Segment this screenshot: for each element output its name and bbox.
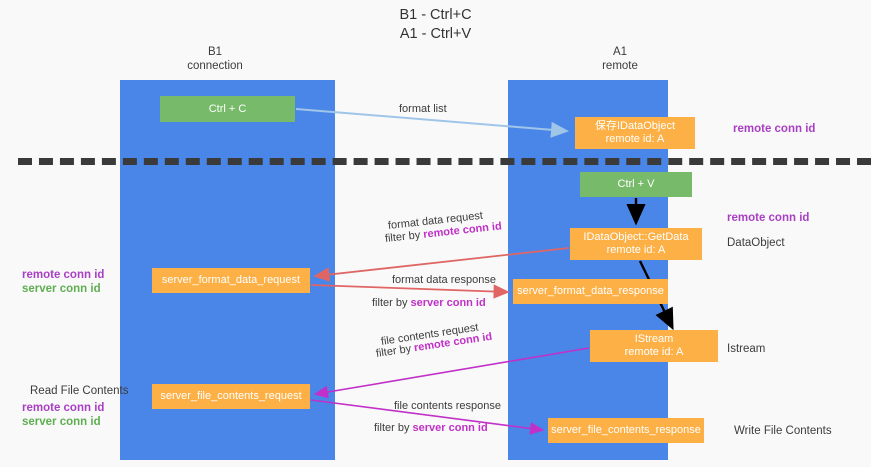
node-server-format-data-request-label: server_format_data_request [161, 274, 301, 286]
node-server-file-contents-request[interactable]: server_file_contents_request [152, 384, 310, 409]
node-server-format-data-response-label: server_format_data_response [517, 285, 664, 297]
lane-a1-role: remote [602, 59, 638, 72]
annotation-read-file-contents: Read File Contents [30, 384, 128, 398]
node-istream-line1: IStream [634, 333, 674, 345]
node-idataobject-getdata-line2: remote id: A [606, 244, 666, 256]
edge-label-fdres-filter-value: server conn id [410, 297, 486, 309]
edge-label-format-data-response: format data response [392, 274, 496, 286]
annotation-left-remote-conn-id-2: remote conn id [22, 402, 105, 414]
node-server-format-data-response[interactable]: server_format_data_response [513, 279, 668, 304]
node-save-idataobject-line2: remote id: A [605, 133, 665, 145]
node-ctrl-c-label: Ctrl + C [208, 102, 247, 115]
node-ctrl-v-label: Ctrl + V [617, 178, 655, 190]
annotation-left-conn-ids: remote conn id server conn id [22, 268, 104, 296]
edge-label-format-data-response-filter: filter by server conn id [372, 297, 486, 309]
edge-label-fdres-filter-prefix: filter by [372, 297, 411, 309]
node-istream-line2: remote id: A [624, 346, 684, 358]
annotation-istream-text: Istream [727, 343, 766, 355]
node-save-idataobject-line1: 保存IDataObject [594, 120, 676, 132]
annotation-dataobject: DataObject [727, 236, 785, 250]
edge-label-fcres-filter-prefix: filter by [374, 422, 413, 434]
annotation-remote-conn-id-top: remote conn id [733, 122, 815, 136]
annotation-istream: Istream [727, 342, 765, 356]
diagram-title-line1: B1 - Ctrl+C [399, 7, 472, 23]
lane-b1-name: B1 [207, 46, 223, 58]
node-idataobject-getdata[interactable]: IDataObject::GetData remote id: A [570, 228, 702, 260]
node-server-file-contents-request-label: server_file_contents_request [160, 390, 302, 402]
lane-b1-role: connection [187, 59, 243, 72]
edge-label-file-contents-response-text: file contents response [394, 400, 502, 412]
edge-label-format-data-response-text: format data response [392, 274, 496, 286]
edge-label-format-list: format list [399, 103, 447, 115]
node-server-format-data-request[interactable]: server_format_data_request [152, 268, 310, 293]
node-server-file-contents-response[interactable]: server_file_contents_response [548, 418, 704, 443]
edge-label-format-list-text: format list [399, 103, 447, 115]
node-idataobject-getdata-line1: IDataObject::GetData [583, 231, 689, 243]
lane-b1-title: B1 connection [150, 46, 280, 73]
phase-divider [18, 158, 871, 165]
diagram-title-line2: A1 - Ctrl+V [399, 26, 472, 42]
annotation-dataobject-text: DataObject [727, 237, 785, 249]
annotation-left-server-conn-id: server conn id [22, 283, 101, 295]
node-save-idataobject[interactable]: 保存IDataObject remote id: A [575, 117, 695, 149]
annotation-write-file-contents-text: Write File Contents [734, 425, 832, 437]
annotation-remote-conn-id-mid-text: remote conn id [727, 212, 810, 224]
edge-label-fcres-filter-value: server conn id [412, 422, 488, 434]
annotation-left-remote-conn-id: remote conn id [22, 269, 105, 281]
lane-a1-name: A1 [612, 46, 628, 58]
node-server-file-contents-response-label: server_file_contents_response [551, 424, 701, 436]
annotation-read-file-contents-text: Read File Contents [30, 385, 129, 397]
lane-a1-title: A1 remote [555, 46, 685, 73]
edge-label-file-contents-response-filter: filter by server conn id [374, 422, 488, 434]
node-idataobject-getdata-text: IDataObject::GetData remote id: A [583, 231, 688, 257]
edge-format-data-response [310, 284, 510, 299]
annotation-remote-conn-id-top-text: remote conn id [733, 123, 816, 135]
node-istream[interactable]: IStream remote id: A [590, 330, 718, 362]
annotation-left-conn-ids-2: remote conn id server conn id [22, 401, 104, 429]
node-save-idataobject-text: 保存IDataObject remote id: A [595, 120, 675, 146]
node-istream-text: IStream remote id: A [625, 333, 684, 359]
diagram-title: B1 - Ctrl+C A1 - Ctrl+V [0, 6, 871, 44]
annotation-write-file-contents: Write File Contents [734, 424, 832, 438]
annotation-remote-conn-id-mid: remote conn id [727, 211, 809, 225]
edge-label-file-contents-response: file contents response [394, 400, 501, 412]
node-ctrl-c[interactable]: Ctrl + C [160, 96, 295, 122]
node-ctrl-v[interactable]: Ctrl + V [580, 172, 692, 197]
annotation-left-server-conn-id-2: server conn id [22, 416, 101, 428]
